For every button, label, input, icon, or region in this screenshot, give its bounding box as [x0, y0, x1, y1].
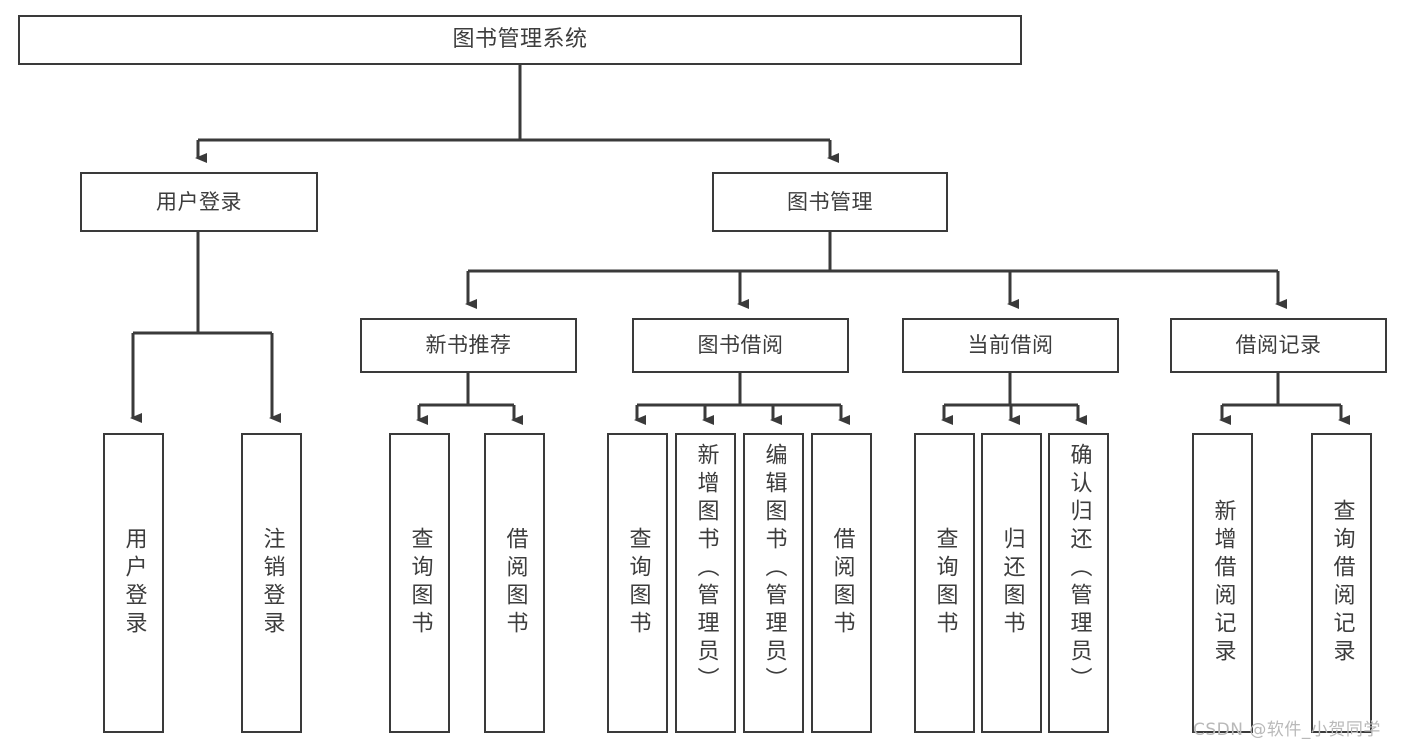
- node-new-book-recommend[interactable]: 新书推荐: [360, 318, 577, 373]
- node-label: 用户登录: [121, 527, 147, 639]
- leaf-user-login[interactable]: 用户登录: [103, 433, 164, 733]
- leaf-borrow-add-book-admin[interactable]: 新增图书（管理员）: [675, 433, 736, 733]
- node-label: 用户登录: [156, 189, 242, 214]
- node-label: 查询图书: [407, 527, 433, 639]
- node-label: 查询图书: [625, 527, 651, 639]
- node-label: 新书推荐: [425, 333, 512, 358]
- node-book-management[interactable]: 图书管理: [712, 172, 948, 232]
- leaf-borrow-edit-book-admin[interactable]: 编辑图书（管理员）: [743, 433, 804, 733]
- node-label: 查询借阅记录: [1329, 499, 1355, 667]
- node-label: 编辑图书（管理员）: [761, 443, 787, 695]
- leaf-recommend-borrow-book[interactable]: 借阅图书: [484, 433, 545, 733]
- node-label: 新增图书（管理员）: [693, 443, 719, 695]
- node-current-borrow[interactable]: 当前借阅: [902, 318, 1119, 373]
- leaf-recommend-query-book[interactable]: 查询图书: [389, 433, 450, 733]
- node-label: 确认归还（管理员）: [1066, 443, 1092, 695]
- node-root-system[interactable]: 图书管理系统: [18, 15, 1022, 65]
- csdn-watermark: CSDN @软件_小贺同学: [1193, 720, 1381, 740]
- leaf-logout[interactable]: 注销登录: [241, 433, 302, 733]
- node-label: 查询图书: [932, 527, 958, 639]
- node-borrow-records[interactable]: 借阅记录: [1170, 318, 1387, 373]
- node-label: 借阅记录: [1235, 333, 1322, 358]
- leaf-current-query-book[interactable]: 查询图书: [914, 433, 975, 733]
- node-label: 当前借阅: [967, 333, 1054, 358]
- node-label: 借阅图书: [829, 527, 855, 639]
- node-label: 新增借阅记录: [1210, 499, 1236, 667]
- leaf-borrow-borrow-book[interactable]: 借阅图书: [811, 433, 872, 733]
- node-book-borrow[interactable]: 图书借阅: [632, 318, 849, 373]
- leaf-record-query-borrow-record[interactable]: 查询借阅记录: [1311, 433, 1372, 733]
- leaf-borrow-query-book[interactable]: 查询图书: [607, 433, 668, 733]
- node-label: 图书借阅: [697, 333, 784, 358]
- node-label: 图书管理系统: [452, 27, 588, 53]
- node-label: 注销登录: [259, 527, 285, 639]
- leaf-record-add-borrow-record[interactable]: 新增借阅记录: [1192, 433, 1253, 733]
- node-label: 借阅图书: [502, 527, 528, 639]
- node-label: 图书管理: [787, 189, 873, 214]
- node-user-login[interactable]: 用户登录: [80, 172, 318, 232]
- leaf-current-return-book[interactable]: 归还图书: [981, 433, 1042, 733]
- leaf-current-confirm-return-admin[interactable]: 确认归还（管理员）: [1048, 433, 1109, 733]
- node-label: 归还图书: [999, 527, 1025, 639]
